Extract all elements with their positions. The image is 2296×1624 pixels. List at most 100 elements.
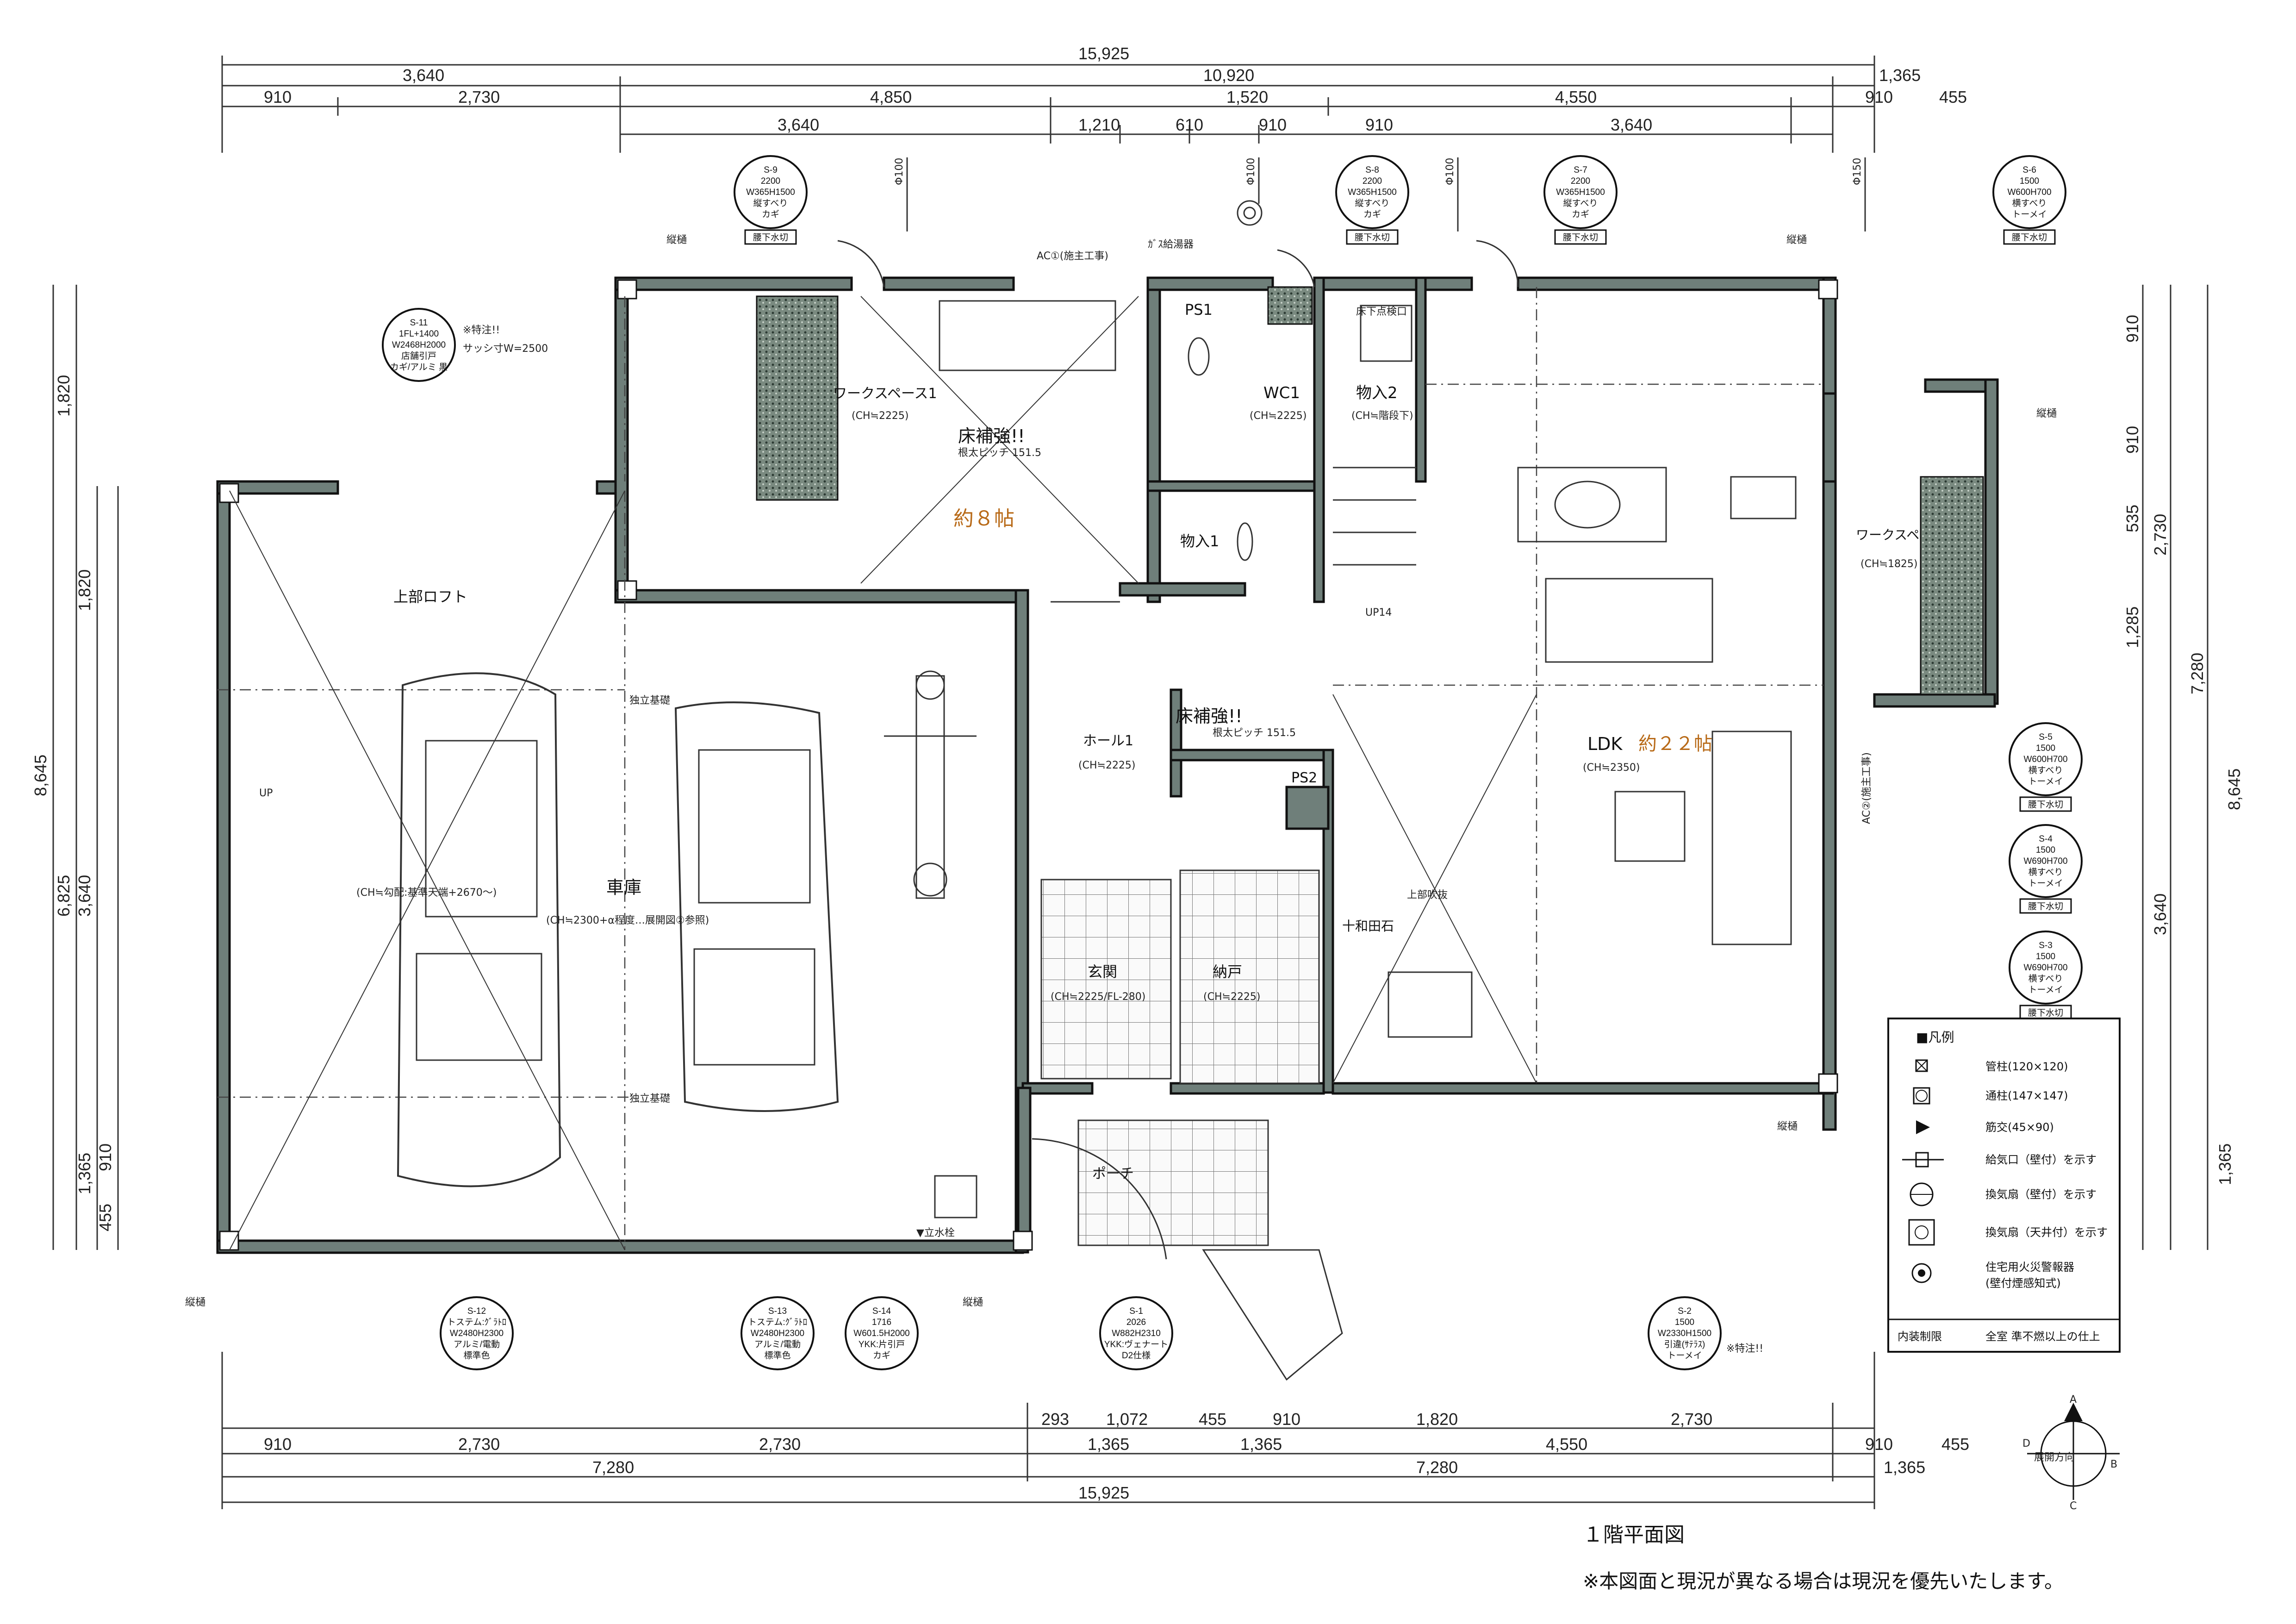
window-tag-line: W365H1500 (1348, 187, 1397, 197)
window-tag-line: D2仕様 (1122, 1350, 1151, 1361)
window-tag-foot: 腰下水切 (1563, 232, 1598, 243)
right-dimensions: 910 910 535 1,285 2,730 3,640 7,280 1,36… (2123, 285, 2244, 1250)
window-tag-line: 1500 (2020, 176, 2039, 186)
towada-label: 十和田石 (1342, 918, 1394, 934)
stair-up-label: UP (259, 787, 273, 799)
ac2-label: AC②(施主工事) (1861, 752, 1873, 824)
window-tag-line: 1500 (1675, 1318, 1694, 1327)
window-tag-line: アルミ/電動 (754, 1339, 801, 1349)
dim-right-outer: 1,365 (2215, 1143, 2234, 1185)
dim-bottom-r1: 293 (1041, 1410, 1069, 1429)
dim-right-total: 8,645 (2225, 768, 2244, 810)
fire-alarm-icon (1911, 1263, 1932, 1283)
dim-bottom-r1: 455 (1199, 1410, 1226, 1429)
dim-top-r2: 4,550 (1555, 87, 1597, 106)
window-tag-line: W365H1500 (746, 187, 795, 197)
compass-icon: A B C D 展開方向 (2022, 1394, 2120, 1512)
window-tag-line: W365H1500 (1556, 187, 1605, 197)
dim-left-small: 910 (96, 1143, 115, 1171)
entrance-ch: (CH≒2225/FL-280) (1051, 991, 1145, 1003)
window-tag-id: S-12 (467, 1306, 486, 1316)
legend-item: 給気口（壁付）を示す (1985, 1153, 2097, 1166)
dim-top-r1: 10,920 (1203, 66, 1254, 85)
work2-ch: (CH≒1825) (1860, 558, 1918, 570)
legend-item: 換気扇（天井付）を示す (1985, 1226, 2108, 1239)
dim-bottom-r3: 7,280 (1416, 1458, 1458, 1477)
dim-top-r1: 3,640 (403, 66, 444, 85)
window-tag-id: S-1 (1129, 1306, 1143, 1316)
dim-left-inner: 3,640 (75, 875, 94, 917)
window-tag-id: S-13 (768, 1306, 787, 1316)
ldk-label: LDK (1587, 734, 1623, 754)
window-tag-id: S-5 (2039, 732, 2053, 742)
dim-bottom-r2: 1,365 (1240, 1435, 1282, 1454)
dim-bottom-total: 15,925 (1078, 1483, 1129, 1502)
window-tag-line: W882H2310 (1112, 1329, 1161, 1338)
window-tag-line: W2480H2300 (751, 1329, 804, 1338)
entrance-tile (1040, 879, 1172, 1080)
top-dimensions: 15,925 3,640 10,920 1,365 910 2,730 4,85… (221, 44, 1967, 153)
motorcycle (884, 670, 977, 899)
wc1-ch: (CH≒2225) (1250, 410, 1307, 422)
dim-left-inner: 1,365 (75, 1153, 94, 1194)
window-tag-line: W2468H2000 (392, 340, 446, 350)
loft-label: 上部ロフト (393, 588, 467, 606)
window-tag-id: S-14 (872, 1306, 891, 1316)
window-tag-line: トーメイ (2012, 210, 2047, 219)
legend-item: 通柱(147×147) (1985, 1089, 2068, 1102)
window-tag-line: 標準色 (463, 1350, 490, 1361)
porch-step (1202, 1249, 1343, 1381)
underfloor-label: 床下点検口 (1356, 306, 1407, 318)
window-tag-line: カギ (1363, 209, 1381, 219)
dim-top-r3: 610 (1176, 115, 1203, 134)
dim-top-r3: 1,210 (1078, 115, 1120, 134)
legend-item: 住宅用火災警報器 (1985, 1261, 2074, 1274)
window-tag-line: 1FL+1400 (399, 329, 439, 339)
restriction-label: 内装制限 (1898, 1330, 1942, 1343)
left-dimensions: 8,645 6,825 1,820 1,820 3,640 1,365 910 … (31, 285, 119, 1250)
shelf-hatch (756, 295, 839, 501)
window-tag-line: 1500 (2036, 743, 2055, 753)
dim-bottom-r3: 1,365 (1884, 1458, 1925, 1477)
fixtures (934, 300, 1797, 1218)
window-tag-line: カギ (873, 1350, 890, 1361)
storage2-sub: (CH≒階段下) (1351, 410, 1413, 422)
room-labels: ワークスペース1 (CH≒2225) 床補強!! 根太ピッチ 151.5 約８帖… (185, 234, 2057, 1308)
window-tag-line: W2330H1500 (1658, 1329, 1711, 1338)
dim-left-small: 455 (96, 1204, 115, 1231)
window-tag-line: 1500 (2036, 952, 2055, 962)
dim-right-inner: 910 (2123, 315, 2142, 343)
window-tag-line: 標準色 (764, 1350, 790, 1361)
entrance-label: 玄関 (1088, 963, 1117, 981)
joint-label: 縦樋 (185, 1297, 205, 1308)
dim-right-mid: 2,730 (2151, 514, 2170, 556)
dim-bottom-r2: 910 (1865, 1435, 1893, 1454)
dim-left-mid: 6,825 (54, 875, 73, 917)
doors (837, 240, 1519, 1260)
joint-label: 縦樋 (963, 1297, 983, 1308)
foundation-label: 独立基礎 (629, 1093, 670, 1105)
dim-top-r2: 1,520 (1226, 87, 1268, 106)
window-tag-line: トステム:ｸﾞﾗﾄﾛ (447, 1317, 506, 1327)
window-tag-foot: 腰下水切 (2012, 232, 2047, 243)
nando-tile (1179, 869, 1320, 1084)
dim-top-r2: 455 (1939, 87, 1967, 106)
window-tag-id: S-6 (2022, 165, 2036, 175)
dim-top-r2: 2,730 (458, 87, 500, 106)
dim-right-inner: 910 (2123, 426, 2142, 454)
dim-bottom-r3: 7,280 (592, 1458, 634, 1477)
legend: ■凡例 管柱(120×120) 通柱(147×147) 筋交(45×90) 給気… (1887, 1018, 2121, 1353)
window-tag-line: YKK:片引戸 (859, 1339, 905, 1349)
post-icon (1915, 1059, 1928, 1072)
hall1-label: ホール1 (1083, 733, 1133, 749)
window-tag-note: ※特注!! (1726, 1343, 1763, 1355)
porch-tile (1077, 1119, 1269, 1246)
window-tag-line: W600H700 (2023, 755, 2067, 764)
